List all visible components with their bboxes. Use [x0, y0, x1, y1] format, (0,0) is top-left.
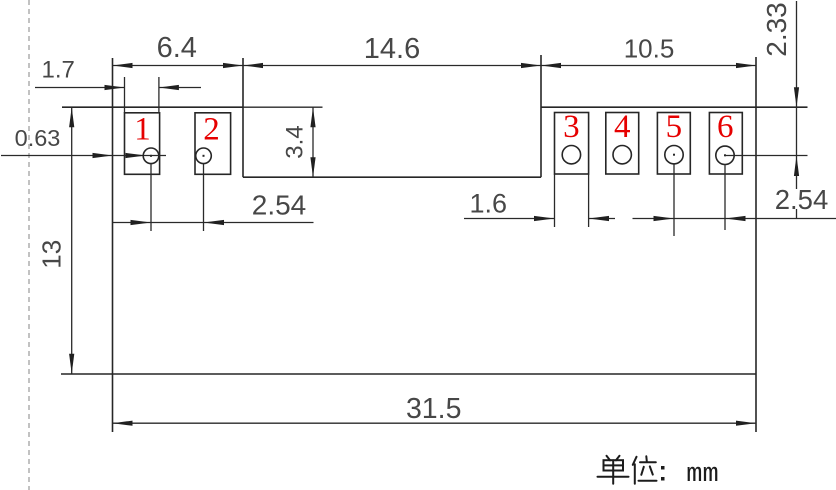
- svg-text:10.5: 10.5: [624, 34, 675, 64]
- svg-text:1.7: 1.7: [42, 57, 75, 84]
- svg-text:4: 4: [614, 109, 631, 145]
- svg-text:14.6: 14.6: [364, 33, 420, 65]
- svg-text:13: 13: [37, 240, 67, 269]
- svg-text:2.54: 2.54: [775, 184, 829, 215]
- svg-text:1: 1: [134, 112, 151, 148]
- svg-text:1.6: 1.6: [470, 189, 508, 219]
- svg-text:2.54: 2.54: [252, 190, 307, 221]
- svg-text:3.4: 3.4: [282, 125, 309, 158]
- svg-text:3: 3: [563, 109, 580, 145]
- svg-text:6.4: 6.4: [157, 32, 197, 64]
- svg-text:2: 2: [203, 112, 220, 148]
- svg-text:mm: mm: [686, 460, 718, 490]
- svg-text:6: 6: [717, 109, 734, 145]
- svg-text:2.33: 2.33: [761, 2, 792, 57]
- svg-text:5: 5: [666, 109, 683, 145]
- svg-text:31.5: 31.5: [406, 393, 461, 425]
- svg-text:0.63: 0.63: [15, 125, 61, 151]
